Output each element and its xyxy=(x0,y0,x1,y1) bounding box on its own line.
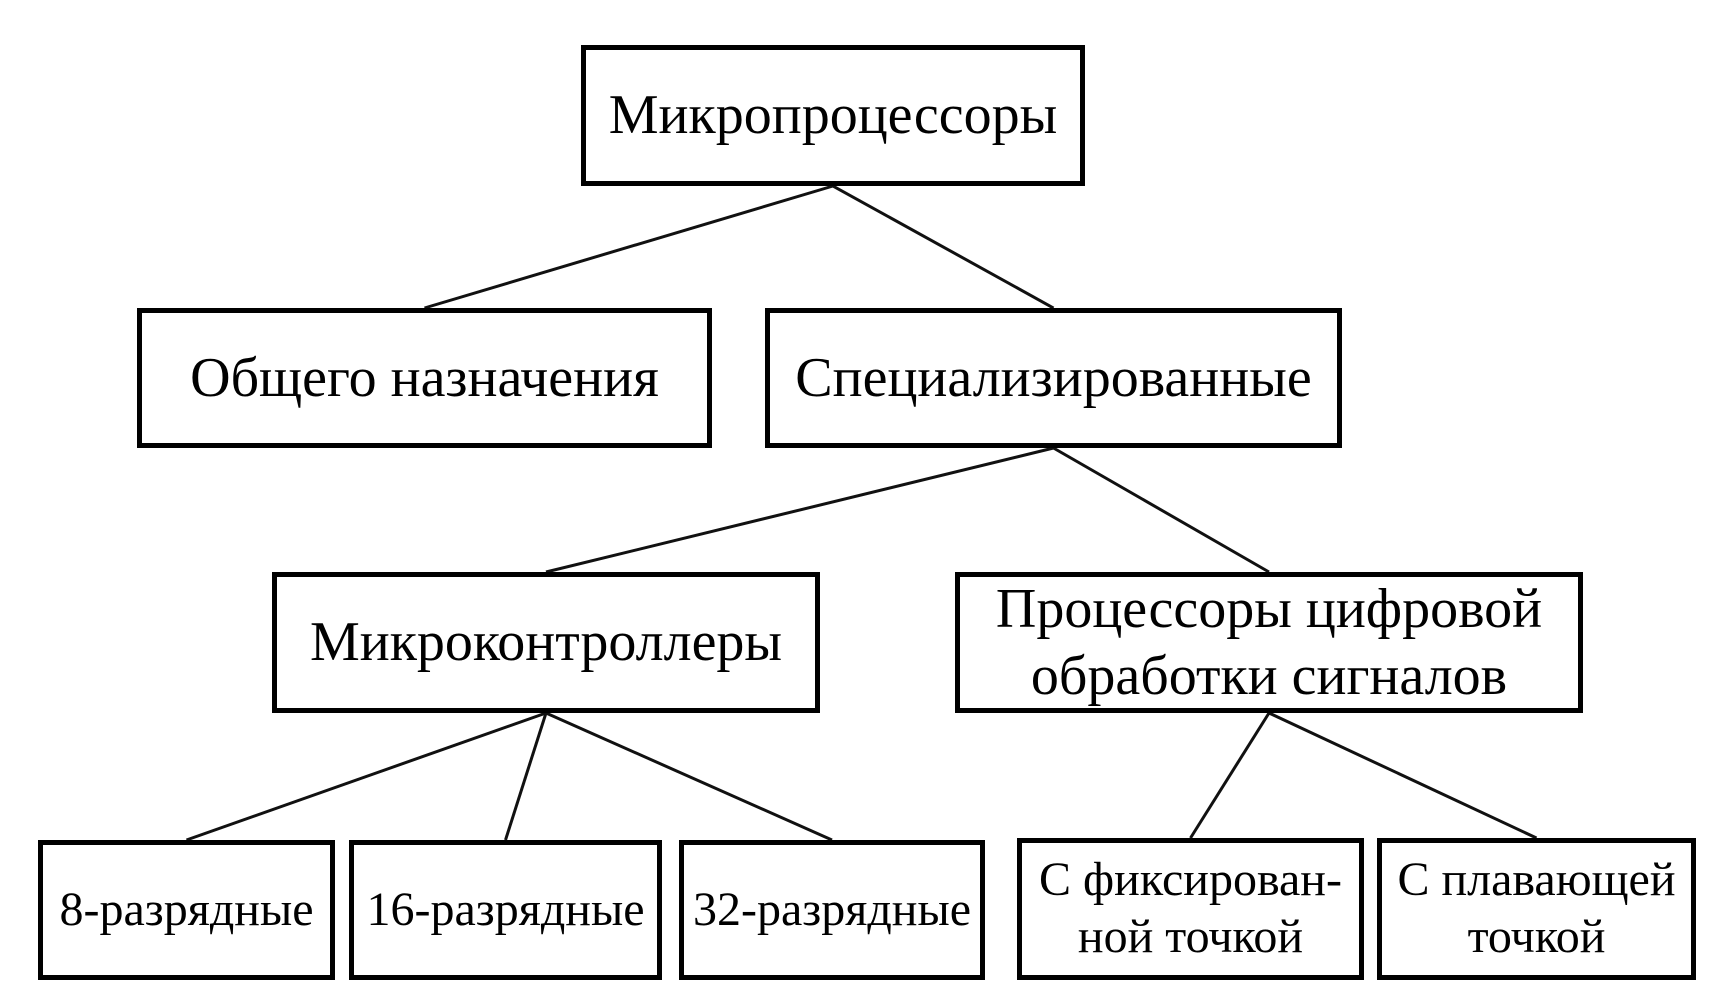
node-specialized: Специализированные xyxy=(765,308,1342,448)
node-32-bit-label: 32-разрядные xyxy=(693,882,971,936)
node-floating-point: С плавающей точкой xyxy=(1377,838,1696,980)
node-floating-point-label: С плавающей точкой xyxy=(1397,853,1676,963)
node-general-purpose-label: Общего назначения xyxy=(190,346,659,409)
node-microcontrollers: Микроконтроллеры xyxy=(272,572,820,713)
node-digital-signal-processors-label: Процессоры цифровой обработки сигналов xyxy=(995,578,1543,707)
node-16-bit-label: 16-разрядные xyxy=(366,882,645,936)
node-microcontrollers-label: Микроконтроллеры xyxy=(309,611,783,674)
node-microprocessors: Микропроцессоры xyxy=(581,45,1085,186)
node-microprocessors-label: Микропроцессоры xyxy=(608,84,1058,147)
node-fixed-point: С фиксирован- ной точкой xyxy=(1017,838,1364,980)
node-specialized-label: Специализированные xyxy=(795,346,1312,409)
node-8-bit-label: 8-разрядные xyxy=(59,882,314,936)
node-general-purpose: Общего назначения xyxy=(137,308,712,448)
node-8-bit: 8-разрядные xyxy=(38,840,335,980)
node-fixed-point-label: С фиксирован- ной точкой xyxy=(1039,853,1342,963)
node-digital-signal-processors: Процессоры цифровой обработки сигналов xyxy=(955,572,1583,713)
node-16-bit: 16-разрядные xyxy=(349,840,662,980)
node-32-bit: 32-разрядные xyxy=(679,840,985,980)
